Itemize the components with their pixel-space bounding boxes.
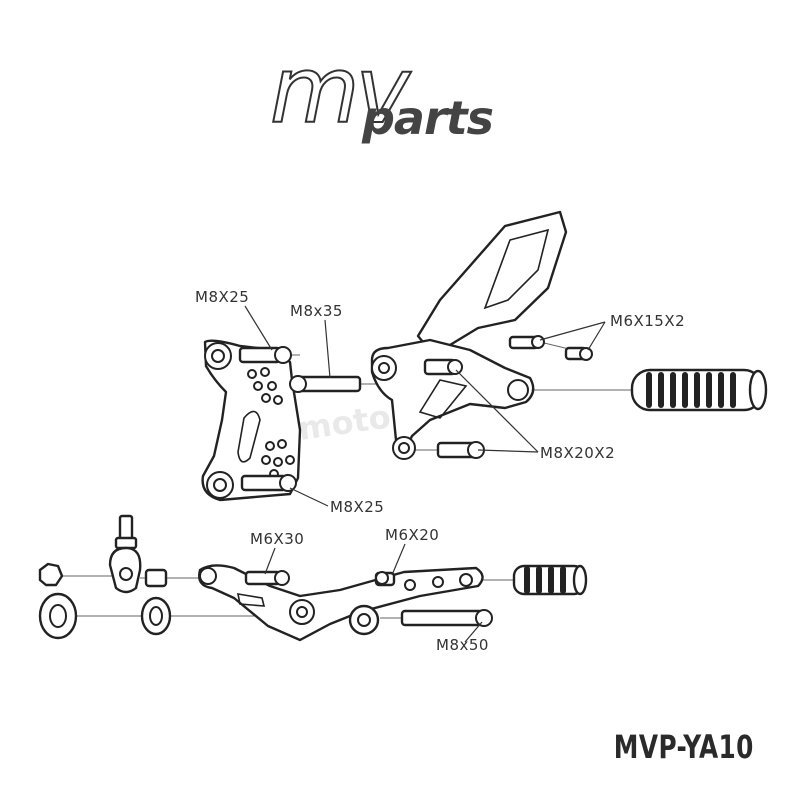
label-m6x15x2: M6X15X2: [610, 312, 685, 330]
label-m8x20x2: M8X20X2: [540, 444, 615, 462]
bolt-m8x35: [289, 375, 362, 393]
bolt-m8x25-bottom: [240, 474, 297, 492]
rod-end: [108, 514, 142, 594]
logo-text-bottom: parts: [361, 91, 493, 145]
bolt-m8x20-b: [436, 441, 485, 459]
model-code: MVP-YA10: [613, 728, 754, 766]
bolt-m6x15-b: [564, 346, 593, 361]
bushing: [140, 596, 172, 636]
label-m8x25-bottom: M8X25: [330, 498, 384, 516]
bolt-m6x15-a: [508, 335, 545, 350]
label-m8x50: M8x50: [436, 636, 489, 654]
nut: [38, 562, 64, 587]
shift-lever: [198, 564, 484, 642]
shift-peg-rings: [524, 566, 566, 594]
heel-guard-bracket: [370, 210, 568, 460]
spacer-small: [144, 568, 168, 588]
leader-lines: [244, 305, 606, 643]
bolt-m8x50: [400, 609, 493, 627]
watermark: moto: [296, 397, 393, 448]
part-labels: M8X25 M8x35 M6X15X2 M8X20X2 M8X25 M6X30 …: [195, 288, 685, 654]
adjust-holes: [247, 367, 295, 479]
bolt-m8x25-top: [238, 346, 292, 364]
rearset-plate: [201, 339, 302, 502]
pivot-bolt-head: [348, 604, 380, 636]
label-m6x30: M6X30: [250, 530, 304, 548]
brand-logo: mv parts: [269, 36, 494, 145]
label-m6x20: M6X20: [385, 526, 439, 544]
label-m8x35: M8x35: [290, 302, 343, 320]
bolt-m6x30: [244, 570, 290, 586]
logo-text-top: mv: [270, 37, 412, 144]
bolt-m8x20-a: [423, 358, 463, 376]
bolt-m6x20: [374, 571, 396, 587]
footpeg-knurl: [646, 372, 736, 408]
washer-large: [38, 592, 78, 640]
footpeg: [630, 368, 768, 412]
label-m8x25-top: M8X25: [195, 288, 249, 306]
shift-peg: [512, 564, 588, 596]
